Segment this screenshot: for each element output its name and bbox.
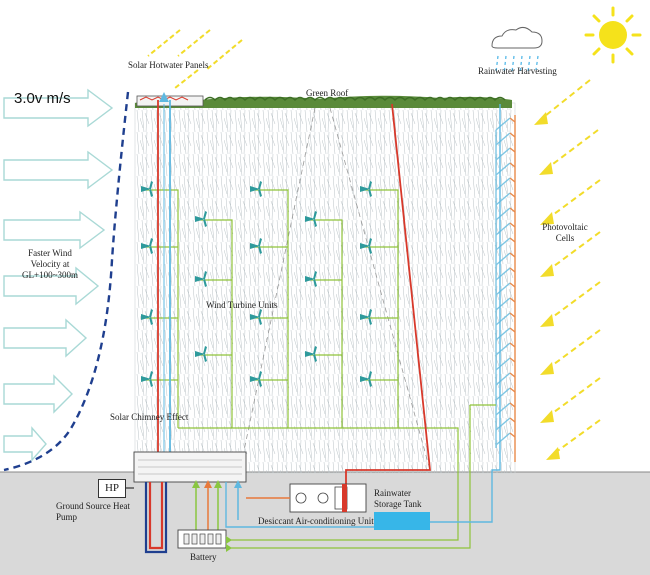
wind-turbine-icon — [141, 181, 153, 197]
building-facade — [135, 103, 515, 473]
wind-turbine-icon — [250, 181, 262, 197]
photovoltaic-cells — [495, 115, 516, 462]
sun-icon — [584, 6, 642, 64]
sun-ray-arrowheads — [534, 112, 560, 460]
wind-arrow — [3, 374, 73, 414]
wind-turbines — [141, 181, 372, 387]
rain-cloud-icon — [491, 26, 543, 75]
wind-turbine-icon — [305, 271, 317, 287]
wind-arrow — [3, 150, 114, 190]
wind-arrow — [3, 426, 47, 462]
wind-turbine-icon — [360, 371, 372, 387]
ground-source-label: Ground Source Heat Pump — [56, 501, 130, 522]
rainwater-pipe — [430, 104, 501, 523]
turbine-wiring — [145, 189, 496, 549]
wind-velocity-label: Faster Wind Velocity at GL+100~300m — [22, 248, 78, 280]
wind-turbine-icon — [250, 238, 262, 254]
photovoltaic-label: Photovoltaic Cells — [542, 222, 588, 243]
green-roof-label: Green Roof — [306, 88, 349, 98]
chimney-arrow — [159, 92, 169, 102]
rainwater-harvesting-label: Rainwater Harvesting — [478, 66, 557, 76]
battery-label: Battery — [190, 552, 217, 562]
wind-speed-label: 3.0v m/s — [14, 90, 71, 107]
ground-source-loops — [144, 482, 168, 554]
wind-turbine-icon — [195, 211, 207, 227]
up-arrowheads — [192, 480, 242, 488]
wind-turbine-icon — [360, 181, 372, 197]
hotwater-sun-rays — [147, 29, 243, 89]
wind-turbine-icon — [195, 346, 207, 362]
wind-turbine-icon — [141, 371, 153, 387]
solar-hotwater-label: Solar Hotwater Panels — [128, 60, 209, 70]
wind-turbine-icon — [360, 238, 372, 254]
wind-arrow — [3, 210, 106, 250]
wind-turbine-icon — [250, 309, 262, 325]
rainwater-tank-label: Rainwater Storage Tank — [374, 488, 422, 509]
wind-turbine-icon — [360, 309, 372, 325]
sun-rays — [539, 79, 601, 456]
wind-turbine-icon — [141, 309, 153, 325]
wind-turbine-icon — [141, 238, 153, 254]
wind-arrows — [3, 88, 114, 462]
wind-arrow — [3, 318, 88, 358]
heat-pump-box: HP — [98, 479, 126, 498]
wind-arrow — [3, 266, 100, 306]
dashed-line — [239, 107, 316, 471]
tank-pipe-return — [225, 482, 374, 528]
rainwater-tank — [374, 512, 430, 530]
wind-turbine-icon — [305, 346, 317, 362]
battery-arrow — [226, 536, 232, 552]
desiccant-label: Desiccant Air-conditioning Unit — [258, 516, 374, 526]
hot-water-pipes — [157, 100, 431, 490]
wind-turbine-icon — [305, 211, 317, 227]
desiccant-unit — [289, 483, 367, 513]
wind-turbine-icon — [250, 371, 262, 387]
solar-chimney-label: Solar Chimney Effect — [110, 412, 189, 422]
green-roof-foliage — [204, 96, 506, 102]
battery-icon — [177, 529, 227, 549]
wind-arrow — [3, 88, 114, 128]
wind-turbine-icon — [195, 271, 207, 287]
wind-profile-curve — [3, 91, 130, 472]
wind-turbine-label: Wind Turbine Units — [206, 300, 278, 310]
